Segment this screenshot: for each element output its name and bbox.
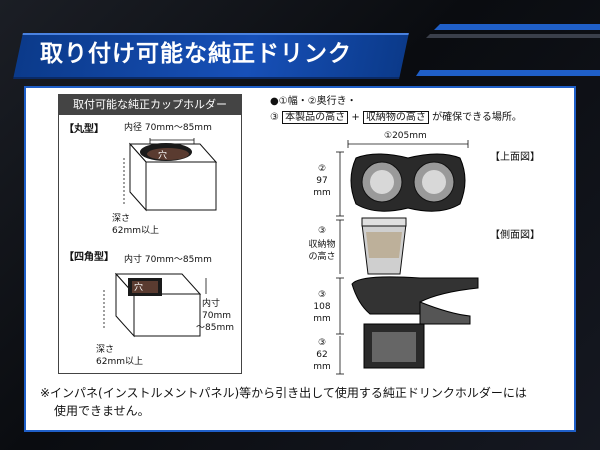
- top-view-label: 【上面図】: [490, 152, 540, 163]
- depth-dimension-line: [336, 151, 344, 217]
- square-inner-right-3: ～85mm: [196, 323, 234, 333]
- cupholder-spec-heading: 取付可能な純正カップホルダー: [59, 95, 241, 115]
- square-cupholder-drawing: [103, 272, 207, 338]
- product-height-box: 本製品の高さ: [282, 111, 349, 124]
- storage-height-dimension: [336, 219, 344, 274]
- h62-dimension: [336, 336, 344, 375]
- square-depth-label: 深さ: [96, 345, 115, 355]
- side-view-drawing: [351, 276, 479, 369]
- square-inner-right-2: 70mm: [202, 311, 231, 321]
- h62-num: ③: [317, 338, 327, 348]
- square-depth-value: 62mm以上: [96, 357, 143, 367]
- square-inner-right-1: 内寸: [202, 299, 221, 309]
- round-hole-label: 穴: [158, 151, 168, 161]
- round-inner-diameter: 内径 70mm～85mm: [124, 123, 212, 133]
- dimension-description-line2: ③ 本製品の高さ + 収納物の高さ が確保できる場所。: [270, 111, 522, 124]
- round-cupholder-drawing: [123, 138, 218, 212]
- plus-sign: +: [351, 112, 360, 123]
- desc-suffix: が確保できる場所。: [432, 112, 522, 123]
- cupholder-spec-box: 取付可能な純正カップホルダー: [58, 94, 242, 374]
- h108-unit: mm: [313, 314, 331, 324]
- h62-value: 62: [316, 350, 328, 360]
- footnote-line1: ※インパネ(インストルメントパネル)等から引き出して使用する純正ドリンクホルダー…: [40, 386, 527, 400]
- decorative-stripes: [416, 24, 600, 76]
- storage-height-num: ③: [317, 226, 327, 236]
- h108-num: ③: [317, 290, 327, 300]
- round-type-label: 【丸型】: [64, 124, 104, 135]
- width-dimension-line: [347, 140, 469, 148]
- top-view-drawing: [350, 153, 466, 212]
- round-depth-value: 62mm以上: [112, 226, 159, 236]
- h108-value: 108: [313, 302, 331, 312]
- footnote-line2: 使用できません。: [54, 404, 150, 418]
- footnote: ※インパネ(インストルメントパネル)等から引き出して使用する純正ドリンクホルダー…: [40, 384, 560, 420]
- storage-height-label-1: 収納物: [308, 240, 336, 250]
- width-dimension-label: ①205mm: [384, 131, 427, 141]
- cup-drawing: [361, 217, 407, 275]
- h108-dimension: [336, 277, 344, 335]
- h62-unit: mm: [313, 362, 331, 372]
- round-depth-label: 深さ: [112, 214, 131, 224]
- page-title: 取り付け可能な純正ドリンク: [40, 41, 352, 67]
- storage-height-box: 収納物の高さ: [362, 111, 429, 124]
- storage-height-label-2: の高さ: [308, 252, 336, 262]
- side-view-label: 【側面図】: [490, 230, 540, 241]
- content-panel: [24, 86, 576, 432]
- depth-dim-unit: mm: [313, 188, 331, 198]
- desc-num: ③: [270, 112, 279, 123]
- square-inner-width: 内寸 70mm～85mm: [124, 255, 212, 265]
- dimension-description-line1: ●①幅・②奥行き・: [270, 96, 357, 107]
- depth-dim-num: ②: [317, 164, 327, 174]
- square-type-label: 【四角型】: [64, 252, 114, 263]
- square-hole-label: 穴: [134, 283, 144, 293]
- depth-dim-value: 97: [316, 176, 328, 186]
